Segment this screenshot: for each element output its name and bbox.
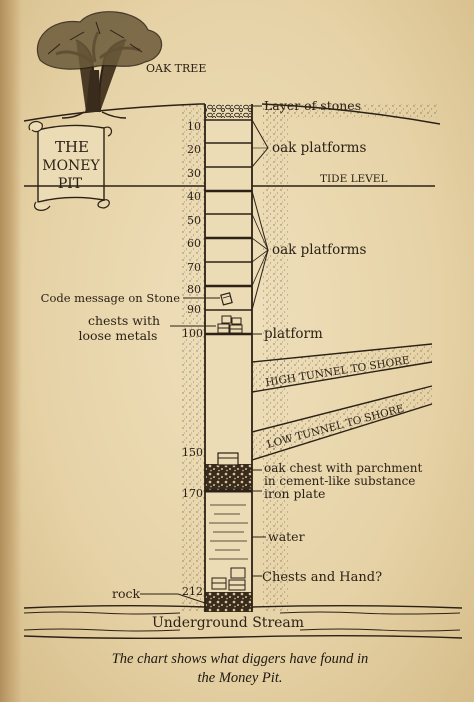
- rock-bottom: [205, 592, 252, 612]
- depth-40: 40: [187, 190, 201, 203]
- depth-150: 150: [182, 446, 203, 459]
- oak-chest-parchment-icon: [205, 452, 252, 490]
- underground-stream: Underground Stream: [23, 605, 463, 639]
- code-message-label: Code message on Stone: [41, 291, 181, 305]
- oak-platforms-upper-label: oak platforms: [272, 140, 366, 156]
- surface-stipple: [262, 104, 437, 118]
- oak-tree: [36, 11, 163, 119]
- rock-label: rock: [112, 586, 141, 601]
- oak-platforms: [205, 119, 252, 336]
- depth-90: 90: [187, 303, 201, 316]
- depth-30: 30: [187, 167, 201, 180]
- pit-shaft: [204, 104, 253, 612]
- callout-lines: [140, 105, 269, 604]
- ground-stipple-left: [180, 104, 205, 612]
- ground-stipple-right: [262, 104, 288, 612]
- caption-line-1: The chart shows what diggers have found …: [111, 651, 369, 667]
- depth-100: 100: [182, 327, 203, 340]
- caption-line-2: the Money Pit.: [197, 670, 283, 686]
- scroll-line-2: MONEY: [42, 158, 100, 174]
- chests-label-line-2: loose metals: [79, 328, 158, 343]
- tide-level-label: TIDE LEVEL: [320, 173, 387, 185]
- depth-212: 212: [182, 585, 203, 598]
- depth-10: 10: [187, 120, 201, 133]
- oak-tree-label: OAK TREE: [146, 62, 206, 75]
- depth-scale: 10 20 30 40 50 60 70 80 90 100 150 170 2…: [182, 120, 203, 598]
- chests-with-loose-metals-icon: [217, 315, 243, 334]
- depth-20: 20: [187, 143, 201, 156]
- chests-and-hand-label: Chests and Hand?: [262, 570, 382, 585]
- water-layer: [209, 504, 248, 560]
- diagram-labels: OAK TREE Layer of stones oak platforms T…: [41, 62, 423, 601]
- money-pit-scroll: THE MONEY PIT: [28, 120, 113, 211]
- underground-stream-label: Underground Stream: [152, 615, 304, 631]
- layer-of-stones-label: Layer of stones: [264, 98, 361, 113]
- depth-60: 60: [187, 237, 201, 250]
- code-stone-icon: [220, 292, 233, 306]
- oak-chest-label-line-2: in cement-like substance: [264, 474, 415, 488]
- scroll-line-3: PIT: [58, 176, 83, 192]
- iron-plate-label: iron plate: [264, 486, 325, 501]
- depth-170: 170: [182, 487, 203, 500]
- scroll-line-1: THE: [55, 138, 89, 156]
- depth-70: 70: [187, 261, 201, 274]
- chests-label-line-1: chests with: [88, 313, 160, 328]
- water-label: water: [268, 529, 305, 544]
- chests-and-hand-icon: [211, 567, 246, 591]
- oak-chest-label-line-1: oak chest with parchment: [264, 461, 423, 475]
- oak-platforms-lower-label: oak platforms: [272, 242, 366, 258]
- depth-80: 80: [187, 283, 201, 296]
- layer-of-stones: [205, 104, 252, 118]
- depth-50: 50: [187, 214, 201, 227]
- platform-label: platform: [264, 326, 323, 342]
- book-spine-shadow: [0, 0, 22, 702]
